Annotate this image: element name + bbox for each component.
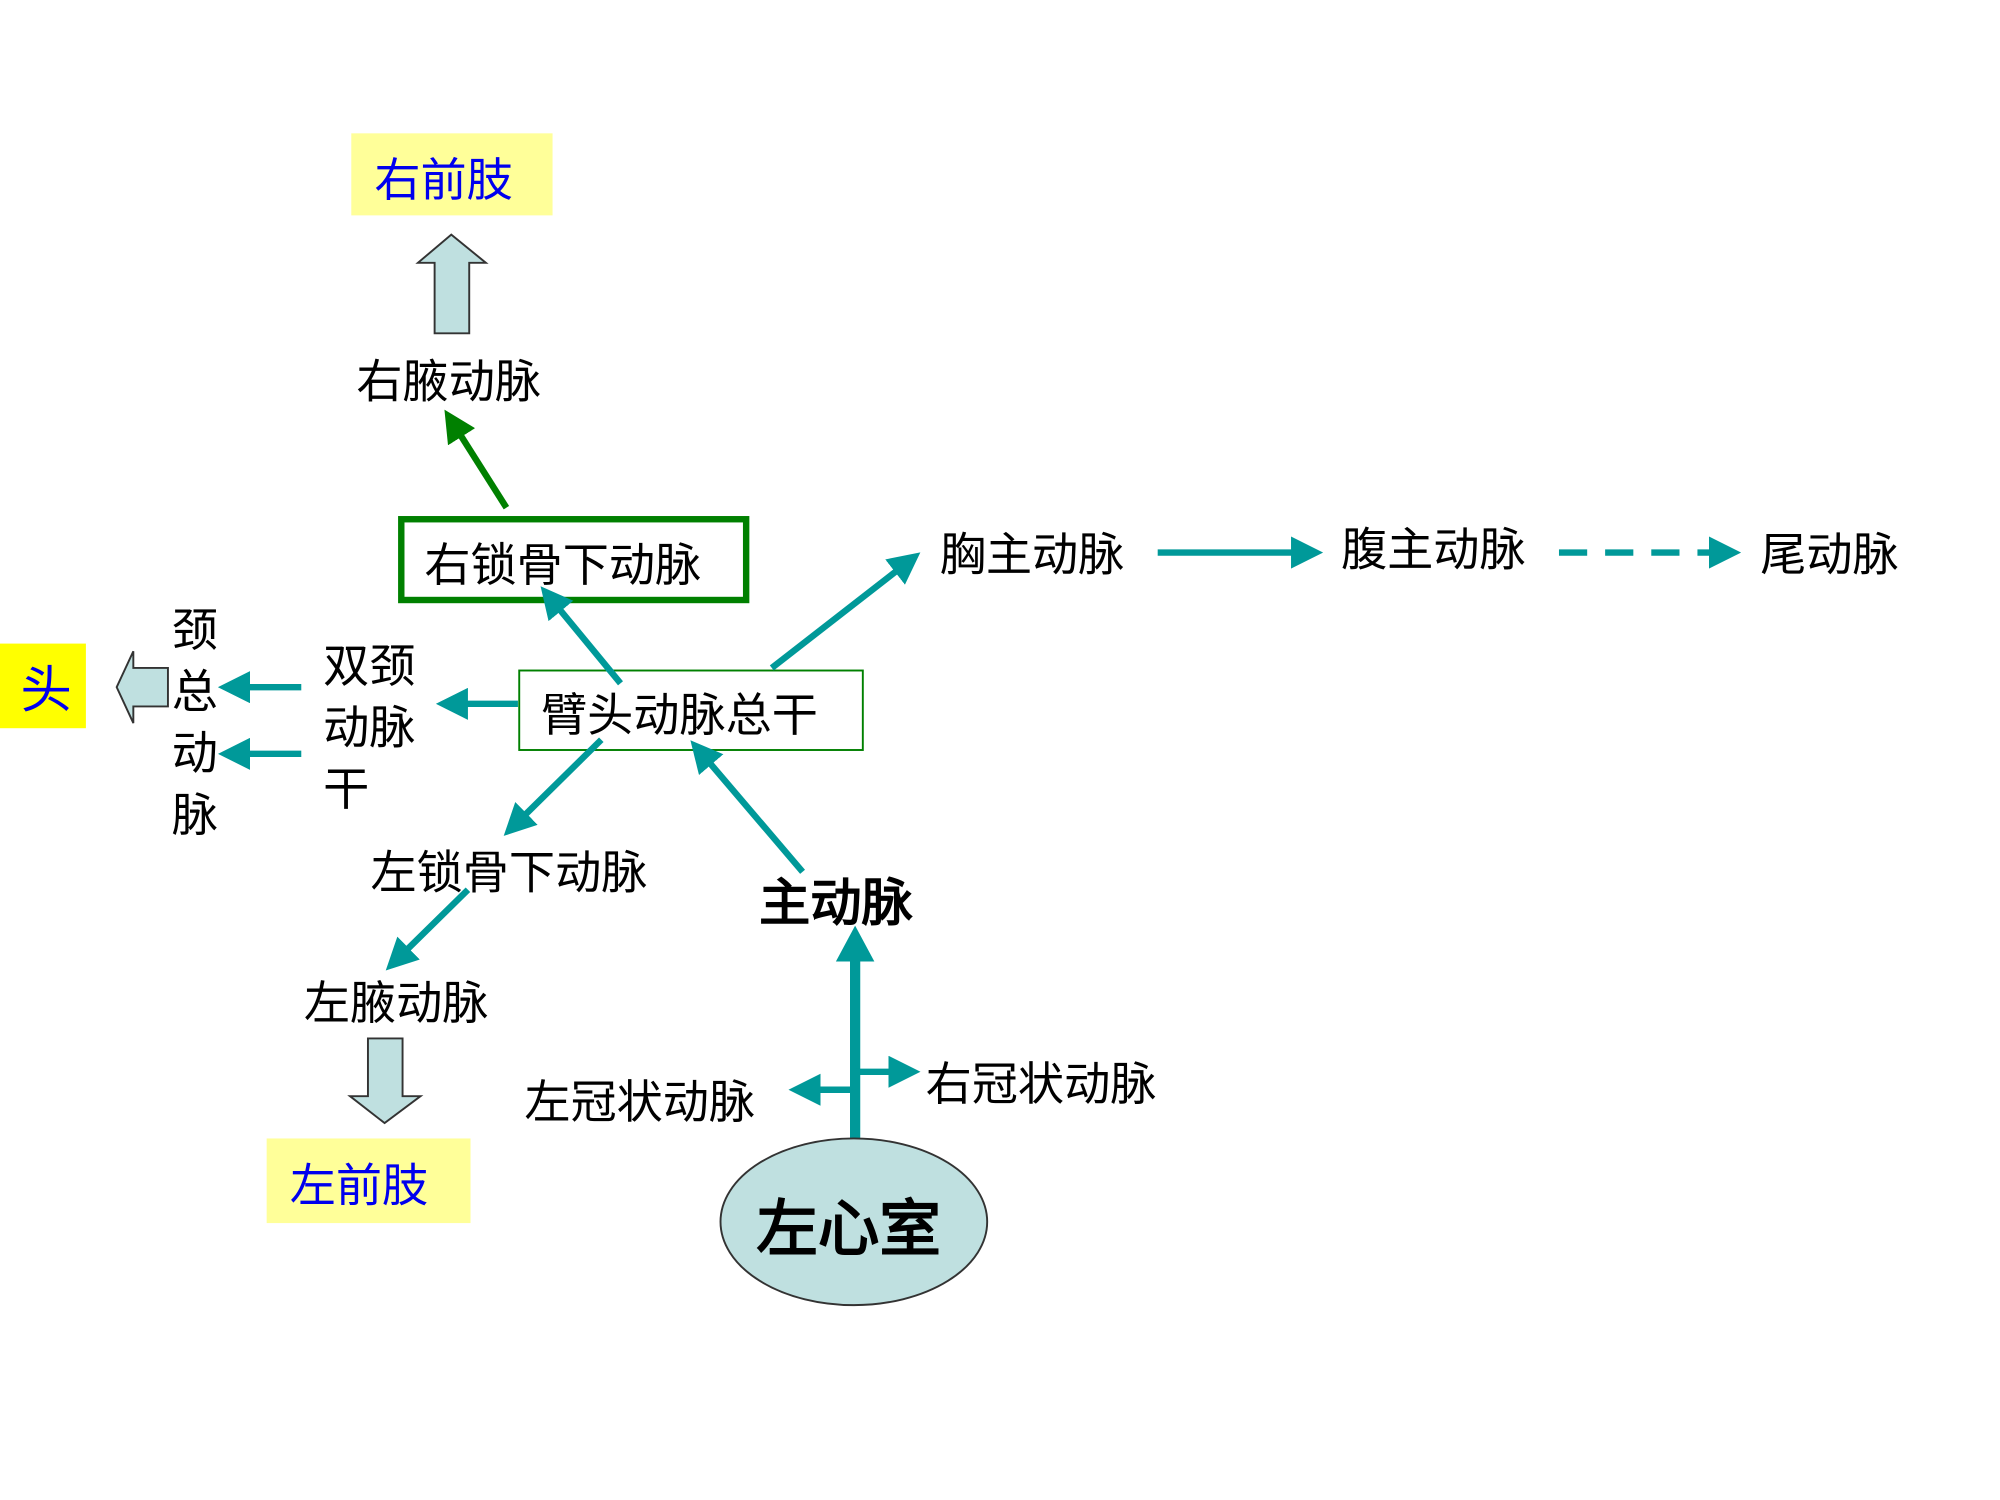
arrow-to-right-axillary — [444, 409, 510, 510]
head-box — [0, 643, 86, 729]
aorta-arrow-head-icon — [835, 925, 875, 962]
left-forelimb-label: 左前肢 — [290, 1158, 428, 1212]
bicarotid-trunk-label: 双颈 动脉 干 — [323, 639, 415, 816]
arrow-to-thoracic-aorta — [769, 552, 921, 671]
abdominal-aorta-label: 腹主动脉 — [1341, 522, 1526, 576]
right-forelimb-box — [351, 133, 553, 216]
bicarotid-trunk-line: 双颈 — [323, 639, 415, 693]
caudal-artery-label: 尾动脉 — [1760, 528, 1898, 582]
thoracic-aorta-label: 胸主动脉 — [940, 528, 1125, 582]
common-carotid-char: 颈 — [172, 603, 218, 657]
arrow-to-left-axillary — [385, 887, 471, 971]
common-carotid-char: 动 — [172, 726, 218, 780]
arrow-to-left-subclavian — [503, 737, 604, 836]
left-axillary-label: 左腋动脉 — [304, 976, 489, 1030]
arrow-aorta-to-brachiocephalic — [690, 740, 806, 874]
block-arrow-up-icon — [415, 233, 489, 335]
brachiocephalic-trunk-label: 臂头动脉总干 — [541, 688, 818, 742]
left-ventricle-label: 左心室 — [756, 1193, 941, 1265]
left-forelimb-box — [266, 1138, 471, 1224]
right-coronary-label: 右冠状动脉 — [926, 1057, 1157, 1111]
right-subclavian-label: 右锁骨下动脉 — [424, 538, 701, 592]
common-carotid-char: 脉 — [172, 788, 218, 842]
left-coronary-label: 左冠状动脉 — [524, 1075, 755, 1129]
block-arrow-down-icon — [347, 1037, 424, 1125]
left-subclavian-label: 左锁骨下动脉 — [371, 845, 648, 899]
right-subclavian-box — [398, 516, 750, 604]
right-axillary-label: 右腋动脉 — [356, 354, 541, 408]
block-arrow-left-icon — [115, 650, 169, 724]
common-carotid-label: 颈 总 动 脉 — [172, 603, 218, 842]
bicarotid-trunk-line: 干 — [323, 762, 369, 816]
left-ventricle-ellipse — [719, 1137, 989, 1307]
head-label: 头 — [21, 661, 72, 721]
bicarotid-trunk-line: 动脉 — [323, 701, 415, 755]
aorta-label: 主动脉 — [759, 874, 914, 934]
arrow-to-right-subclavian — [540, 586, 623, 686]
right-forelimb-label: 右前肢 — [374, 153, 512, 207]
common-carotid-char: 总 — [172, 665, 218, 719]
brachiocephalic-trunk-box — [518, 669, 864, 751]
